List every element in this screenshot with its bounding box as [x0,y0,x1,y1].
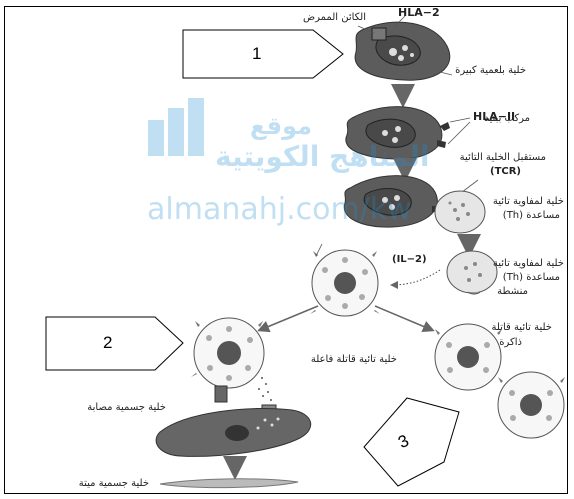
label-receptor-title: مستقبل الخلية التائية [459,152,546,163]
memory-killer-t-cell-1 [434,323,502,391]
callout-1-number: 1 [252,44,262,63]
watermark-arabic-2: المناهج الكويتية [215,140,430,173]
label-pathogen: الكائن الممرض [303,12,366,23]
label-helper-t-1: خلية لمفاوية تائية [492,196,564,207]
killer-t-cell-center [310,249,380,317]
label-memory-2: ذاكرة [499,337,522,348]
pathogen-icon [371,27,387,41]
label-memory-1: خلية تائية قاتلة [491,322,552,333]
callout-1-shape [182,29,344,79]
label-hla-ii: HLA−II [473,110,516,123]
label-big-phagocyte: خلية بلعمية كبيرة [455,65,526,76]
memory-killer-t-cell-2 [497,371,565,439]
callout-2-shape [45,316,184,371]
watermark-logo [148,98,208,156]
label-effector-killer: خلية تائية قاتلة فاعلة [310,354,397,365]
diagram-frame [4,6,568,494]
label-tcr: (TCR) [490,166,522,177]
label-activated-3: منشطة [497,286,528,297]
effector-killer-t-cell [191,317,265,389]
label-dead-cell: خلية جسمية ميتة [78,478,149,489]
helper-t-cell [434,190,486,234]
watermark-url: almanahj.com/kw [147,192,412,227]
label-il2: (IL−2) [392,254,427,265]
watermark-arabic-1: موقع [250,112,313,140]
dead-body-cell [159,478,299,489]
label-activated-1: خلية لمفاوية تائية [492,258,564,269]
label-peptide-complex: مركب ببتيد [484,113,530,124]
activated-helper-t-cell [446,250,498,295]
label-hla2-top: HLA−2 [398,6,440,19]
callout-2-number: 2 [103,333,113,352]
infected-body-cell [155,408,312,457]
callout-3-shape [363,397,460,487]
label-helper-t-2: مساعدة (Th) [502,210,560,221]
label-activated-2: مساعدة (Th) [502,272,560,283]
phagocyte-cell-3 [343,175,442,228]
granule-spray [258,377,272,401]
label-infected-cell: خلية جسمية مصابة [87,402,166,413]
